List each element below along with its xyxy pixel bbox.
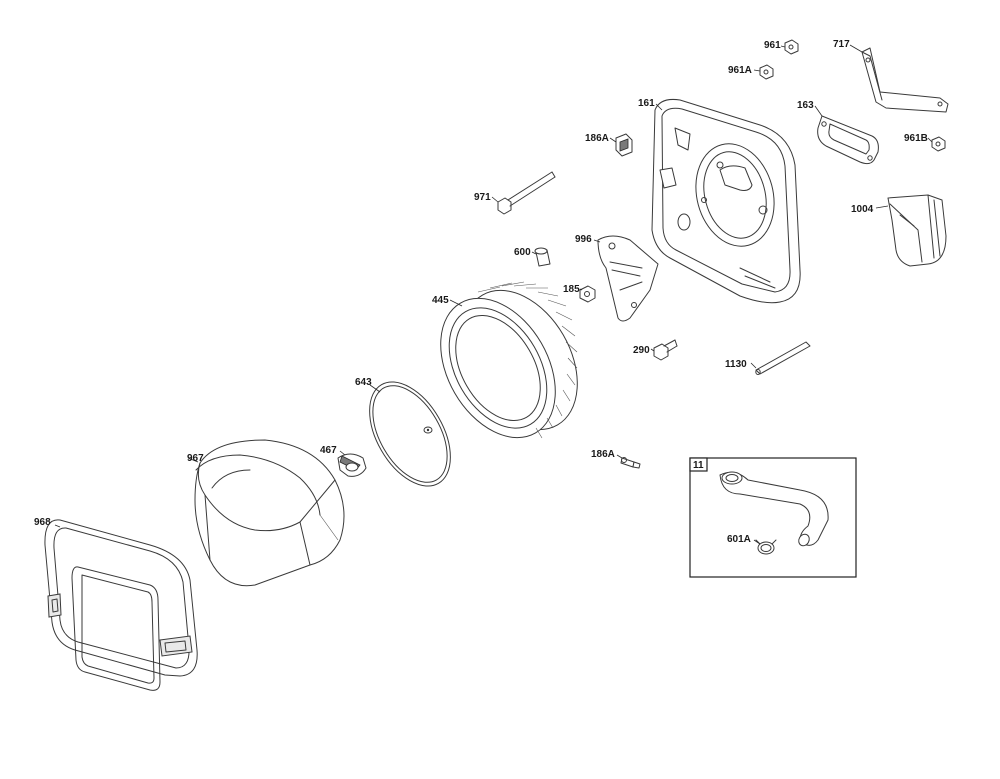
label-161: 161 (638, 98, 655, 109)
bolt-971[interactable] (497, 171, 556, 215)
label-467: 467 (320, 445, 337, 456)
label-185: 185 (563, 284, 580, 295)
rod-1130[interactable] (755, 341, 811, 375)
screw-961B[interactable] (931, 136, 946, 152)
label-968: 968 (34, 517, 51, 528)
bracket-717[interactable] (861, 47, 949, 113)
label-445: 445 (432, 295, 449, 306)
spacer-600[interactable] (534, 247, 551, 267)
label-961A: 961A (728, 65, 752, 76)
intake-elbow-1004[interactable] (887, 194, 947, 267)
gasket-163[interactable] (817, 115, 879, 165)
label-961B: 961B (904, 133, 928, 144)
label-186A-top: 186A (585, 133, 609, 144)
filter-cover-disk-643[interactable] (353, 368, 467, 500)
hose-clamp-601A[interactable] (755, 539, 777, 555)
wing-nut-467[interactable] (337, 453, 367, 477)
kit-11-box (689, 457, 857, 578)
air-cleaner-cover-968[interactable] (44, 519, 198, 691)
label-971: 971 (474, 192, 491, 203)
breather-hose[interactable] (719, 471, 829, 548)
air-filter-445[interactable] (417, 270, 601, 458)
pre-cleaner-967[interactable] (194, 439, 345, 587)
label-290: 290 (633, 345, 650, 356)
label-600: 600 (514, 247, 531, 258)
air-cleaner-base-161[interactable] (651, 99, 801, 304)
nut-185[interactable] (579, 285, 596, 303)
label-967: 967 (187, 453, 204, 464)
screw-290[interactable] (653, 339, 678, 361)
label-717: 717 (833, 39, 850, 50)
clip-186A-top[interactable] (615, 133, 633, 157)
screw-961[interactable] (784, 39, 799, 55)
pin-186A-bottom[interactable] (620, 457, 641, 469)
label-163: 163 (797, 100, 814, 111)
screw-961A[interactable] (759, 64, 774, 80)
kit-11-label: 11 (693, 460, 704, 471)
label-643: 643 (355, 377, 372, 388)
bracket-996[interactable] (597, 235, 659, 322)
label-996: 996 (575, 234, 592, 245)
label-601A: 601A (727, 534, 751, 545)
label-1130: 1130 (725, 359, 747, 370)
label-186A-bottom: 186A (591, 449, 615, 460)
label-961: 961 (764, 40, 781, 51)
label-1004: 1004 (851, 204, 874, 215)
